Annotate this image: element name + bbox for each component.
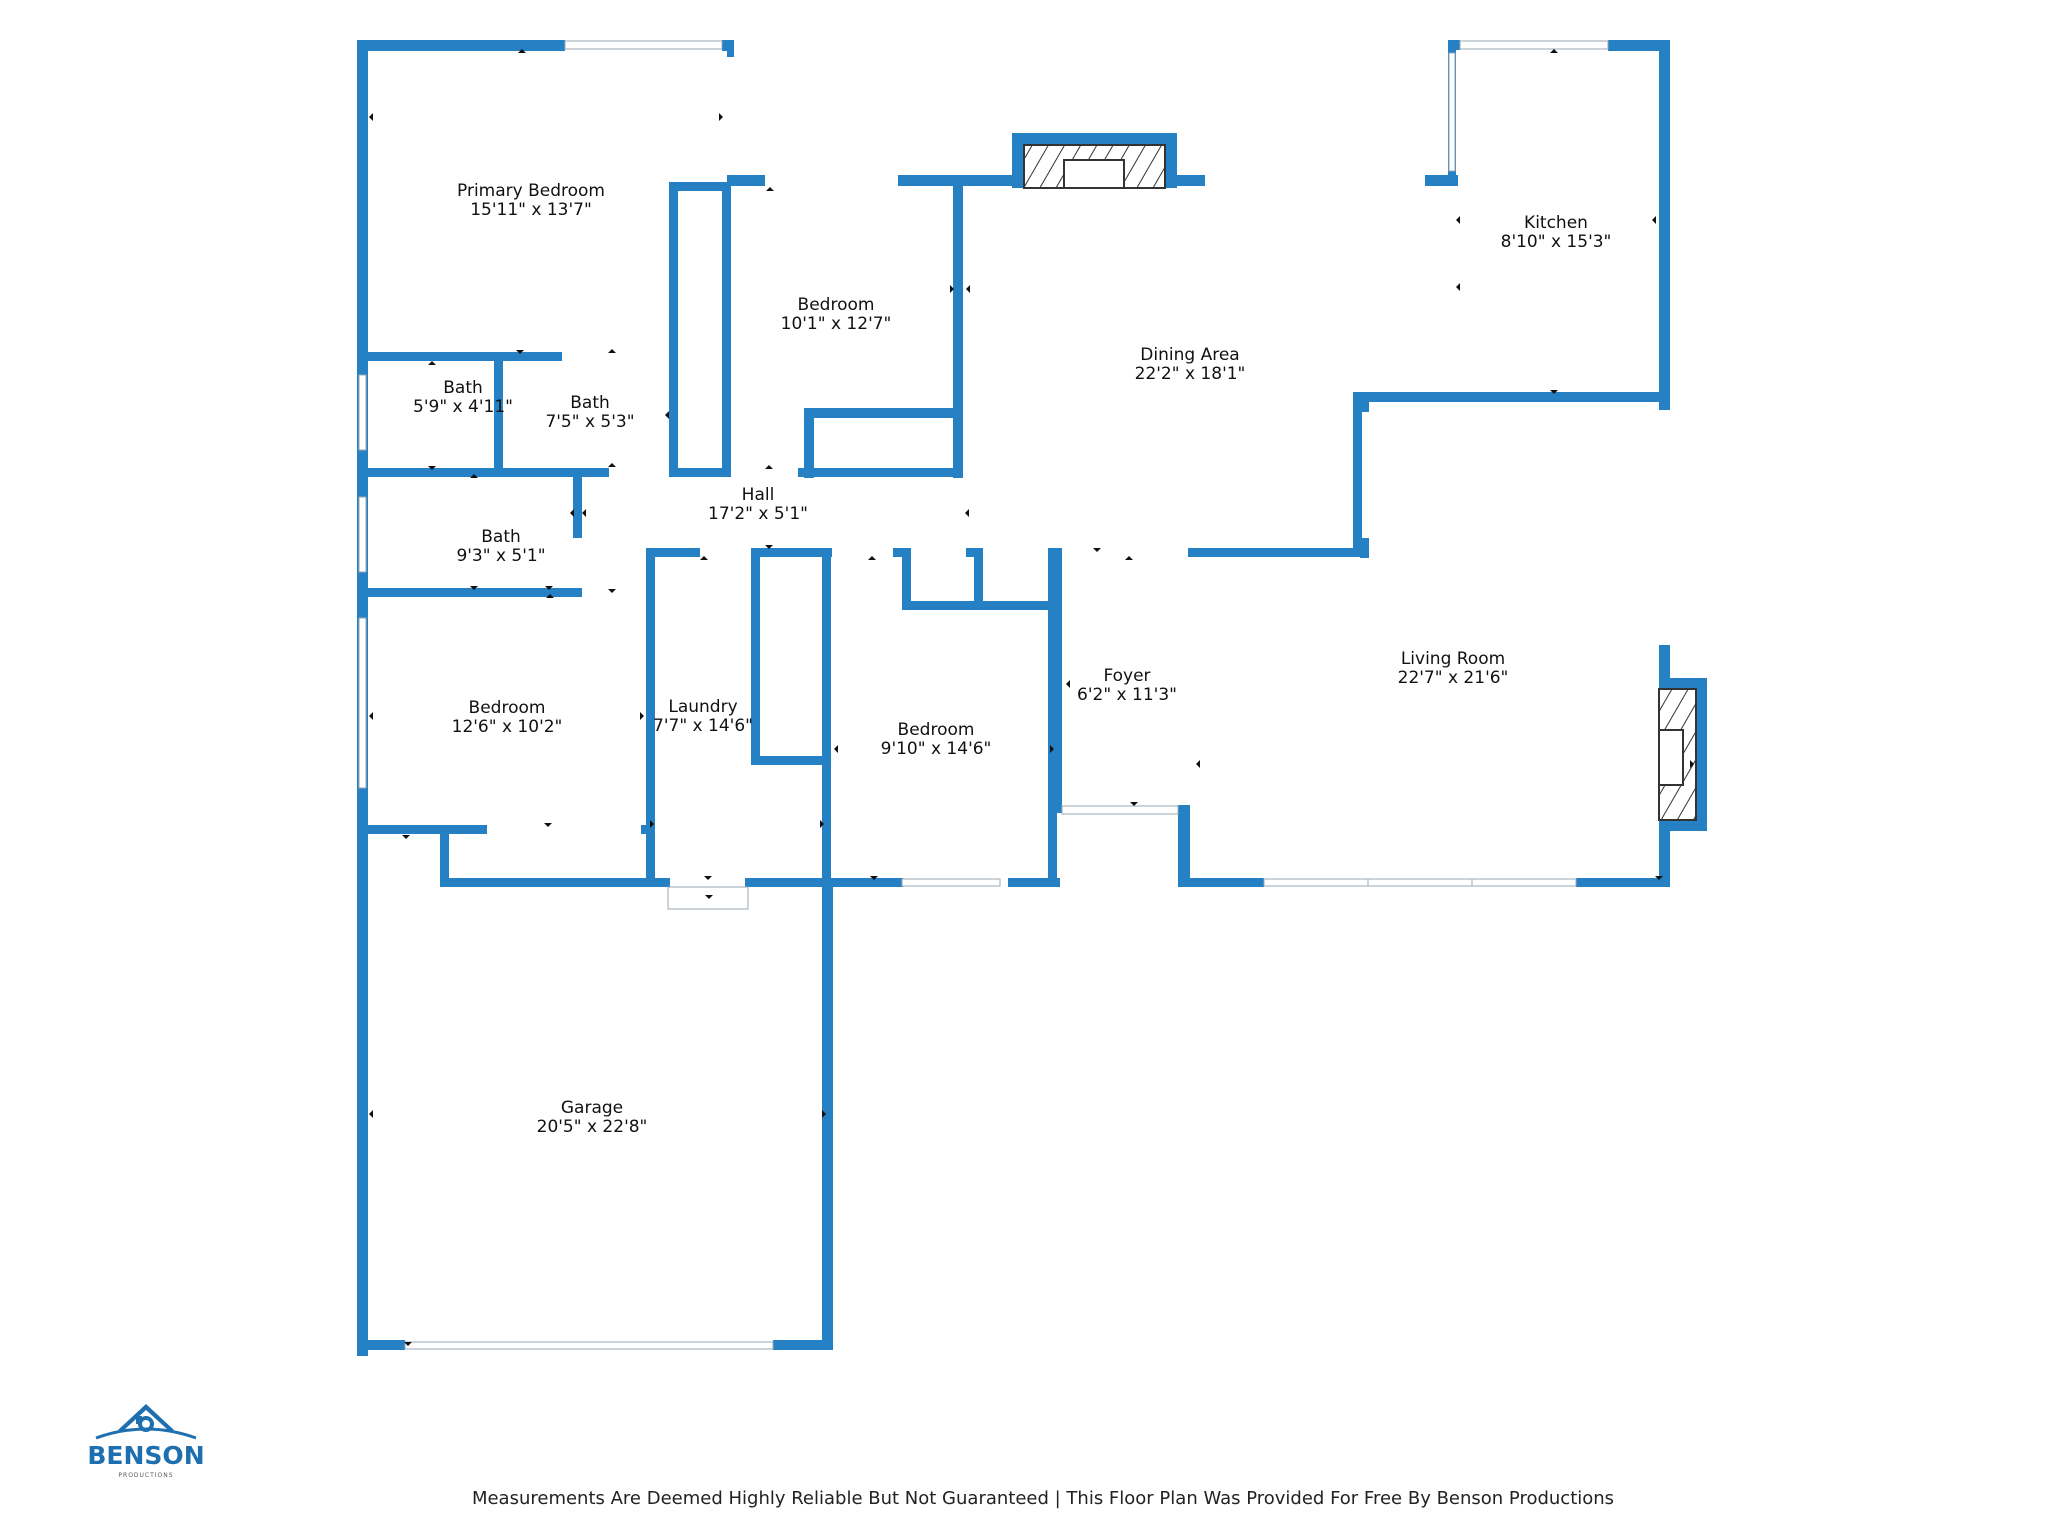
room-primary-bedroom: Primary Bedroom 15'11" x 13'7" (457, 181, 605, 220)
room-dims: 17'2" x 5'1" (708, 504, 808, 524)
walls (357, 40, 1707, 1356)
room-name: Kitchen (1524, 213, 1588, 233)
room-name: Primary Bedroom (457, 181, 605, 201)
benson-logo: BENSON PRODUCTIONS (87, 1404, 205, 1479)
room-laundry: Laundry 7'7" x 14'6" (653, 697, 753, 736)
room-dims: 6'2" x 11'3" (1077, 685, 1177, 705)
windows (358, 40, 1609, 1350)
room-dims: 12'6" x 10'2" (452, 717, 563, 737)
room-kitchen: Kitchen 8'10" x 15'3" (1501, 213, 1612, 252)
fireplace-top (1023, 144, 1166, 189)
room-bedroom-4: Bedroom 9'10" x 14'6" (881, 720, 992, 759)
room-name: Bedroom (469, 698, 546, 718)
room-bath-2: Bath 7'5" x 5'3" (545, 393, 634, 432)
room-bedroom-2: Bedroom 10'1" x 12'7" (781, 295, 892, 334)
room-dims: 8'10" x 15'3" (1501, 232, 1612, 252)
room-bath-1: Bath 5'9" x 4'11" (413, 378, 513, 417)
logo-sub: PRODUCTIONS (118, 1472, 173, 1479)
room-name: Garage (561, 1098, 623, 1118)
room-hall: Hall 17'2" x 5'1" (708, 485, 808, 524)
room-name: Dining Area (1140, 345, 1239, 365)
room-dining-area: Dining Area 22'2" x 18'1" (1135, 345, 1246, 384)
room-name: Living Room (1401, 649, 1505, 669)
room-dims: 15'11" x 13'7" (470, 200, 592, 220)
room-bedroom-3: Bedroom 12'6" x 10'2" (452, 698, 563, 737)
room-dims: 7'7" x 14'6" (653, 716, 753, 736)
room-dims: 22'7" x 21'6" (1398, 668, 1509, 688)
room-foyer: Foyer 6'2" x 11'3" (1077, 666, 1177, 705)
room-garage: Garage 20'5" x 22'8" (537, 1098, 648, 1137)
footer-disclaimer: Measurements Are Deemed Highly Reliable … (472, 1488, 1614, 1509)
room-dims: 5'9" x 4'11" (413, 397, 513, 417)
room-dims: 9'3" x 5'1" (456, 546, 545, 566)
room-name: Laundry (668, 697, 737, 717)
room-name: Bath (443, 378, 483, 398)
room-name: Bath (570, 393, 610, 413)
room-dims: 7'5" x 5'3" (545, 412, 634, 432)
room-living-room: Living Room 22'7" x 21'6" (1398, 649, 1509, 688)
house-camera-icon (95, 1404, 197, 1440)
room-name: Hall (742, 485, 775, 505)
room-dims: 10'1" x 12'7" (781, 314, 892, 334)
room-bath-3: Bath 9'3" x 5'1" (456, 527, 545, 566)
markers (369, 49, 1694, 1346)
room-dims: 9'10" x 14'6" (881, 739, 992, 759)
fireplace-living (1658, 688, 1697, 821)
room-dims: 22'2" x 18'1" (1135, 364, 1246, 384)
room-name: Bedroom (898, 720, 975, 740)
room-name: Bedroom (798, 295, 875, 315)
room-name: Bath (481, 527, 521, 547)
room-dims: 20'5" x 22'8" (537, 1117, 648, 1137)
room-name: Foyer (1103, 666, 1150, 686)
logo-name: BENSON (87, 1441, 204, 1470)
